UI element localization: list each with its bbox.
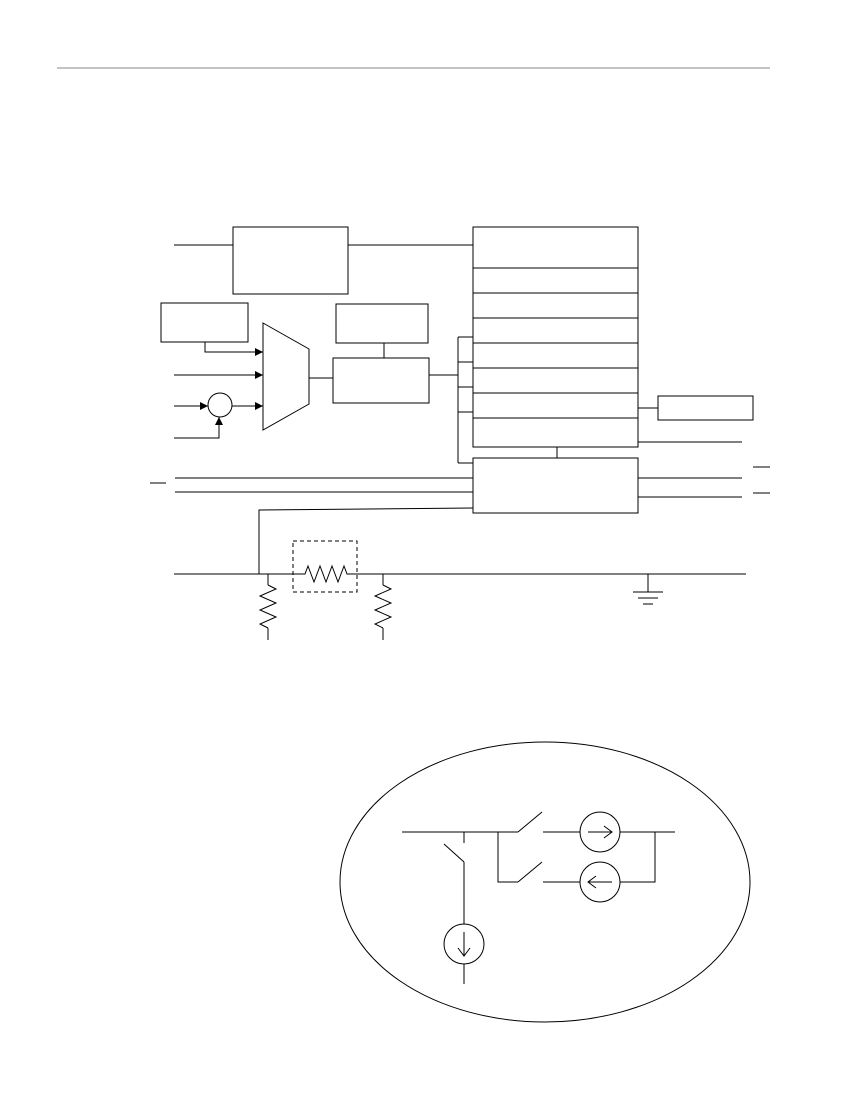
switch-detail xyxy=(339,741,751,1023)
ground-icon xyxy=(633,574,663,605)
register-stack xyxy=(472,226,639,448)
branch-line xyxy=(497,832,518,883)
adc-block xyxy=(332,357,430,404)
resistor-icon xyxy=(373,584,393,629)
register-row xyxy=(472,292,639,319)
resistor-icon xyxy=(258,584,278,629)
register-row xyxy=(472,342,639,369)
return-line xyxy=(620,832,656,883)
switch-icon xyxy=(443,843,465,863)
resistor-icon xyxy=(293,564,357,584)
optional-resistor-box xyxy=(292,540,358,593)
sensor-block xyxy=(160,302,249,343)
control-block xyxy=(472,457,639,514)
side-output-box xyxy=(657,395,754,421)
reference-block xyxy=(335,303,429,344)
current-source-icon xyxy=(443,923,485,965)
register-top xyxy=(472,226,639,269)
block-diagram xyxy=(150,226,770,640)
top-left-block xyxy=(232,226,349,295)
register-row xyxy=(472,317,639,344)
switch-icon xyxy=(517,811,543,833)
register-row xyxy=(472,392,639,419)
multiplexer-icon xyxy=(262,322,310,431)
detail-ellipse xyxy=(339,741,751,1023)
register-row xyxy=(472,367,639,394)
register-row xyxy=(472,267,639,294)
summing-junction-icon xyxy=(207,392,233,418)
register-row-bottom xyxy=(472,417,639,448)
control-to-bus-line xyxy=(258,507,474,574)
mux-input-1 xyxy=(204,342,263,356)
current-source-icon xyxy=(579,811,621,853)
switch-icon xyxy=(517,861,543,883)
junction-feedback xyxy=(174,417,223,439)
current-source-icon xyxy=(579,861,621,903)
